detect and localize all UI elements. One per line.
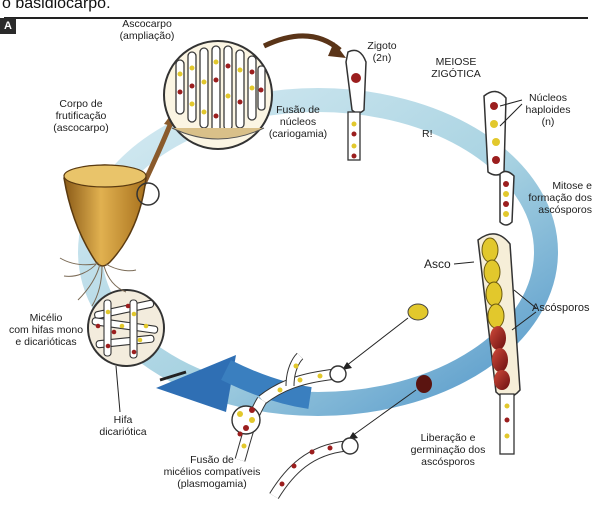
page-caption: o basidiocarpo. (2, 0, 111, 13)
label-corpo-frutificacao: Corpo de frutificação (ascocarpo) (38, 98, 124, 134)
label-mitose: Mitose e formação dos ascósporos (512, 180, 592, 216)
label-hifa-dicariotica: Hifa dicariótica (96, 414, 150, 438)
label-ascocarpo-ampliacao: Ascocarpo (ampliação) (116, 18, 178, 42)
label-ascosporos: Ascósporos (532, 302, 589, 314)
label-zigoto: Zigoto (2n) (362, 40, 402, 64)
label-cariogamia: Fusão de núcleos (cariogamia) (262, 104, 334, 140)
panel-letter: A (0, 18, 16, 34)
label-nucleos-haploides: Núcleos haploides (n) (518, 92, 578, 128)
ascocarp-zoom (164, 41, 272, 149)
label-asco: Asco (424, 258, 451, 270)
released-spore-red (416, 375, 432, 393)
label-meiose-zigotica: MEIOSE ZIGÓTICA (418, 56, 494, 80)
released-spore-yellow (408, 304, 428, 320)
label-plasmogamia: Fusão de micélios compatíveis (plasmogam… (152, 454, 272, 490)
label-liberacao: Liberação e germinação dos ascósporos (400, 432, 496, 468)
label-r: R! (422, 128, 433, 140)
label-micelio: Micélio com hifas mono e dicarióticas (6, 312, 86, 348)
